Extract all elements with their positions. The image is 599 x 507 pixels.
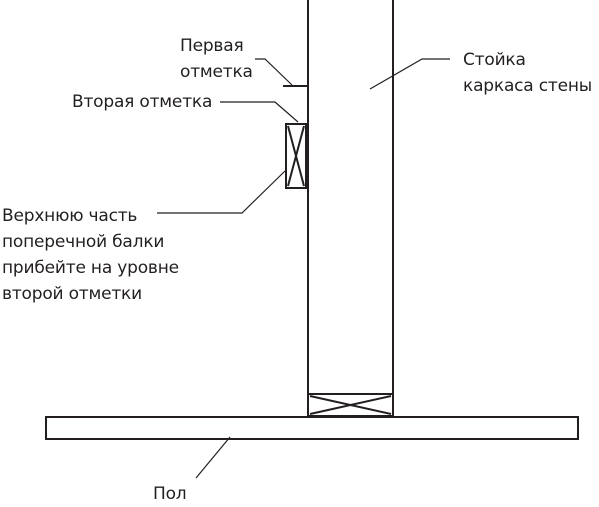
leader-first-mark xyxy=(255,58,293,86)
first-mark-label-line-1: Первая xyxy=(180,36,244,56)
wall-stud xyxy=(307,0,394,417)
crossbeam-cross-b xyxy=(287,125,305,187)
floor-label: Пол xyxy=(153,484,187,504)
stud-label-line-2: каркаса стены xyxy=(463,76,592,96)
crossbeam-block xyxy=(285,123,307,189)
bottom-plate-cross-b xyxy=(309,395,392,415)
beam-top-label-line-4: второй отметки xyxy=(2,284,142,304)
stud-label-line-1: Стойка xyxy=(463,50,526,70)
second-mark-label: Вторая отметка xyxy=(72,92,213,112)
beam-top-label-line-1: Верхнюю часть xyxy=(2,206,138,226)
stud-label: Стойка каркаса стены xyxy=(463,47,592,99)
beam-top-label-line-2: поперечной балки xyxy=(2,232,165,252)
leader-floor xyxy=(195,436,231,479)
leader-second-mark xyxy=(220,101,299,123)
leader-stud xyxy=(369,58,450,90)
floor-board xyxy=(45,416,579,440)
beam-top-label-line-3: прибейте на уровне xyxy=(2,258,179,278)
beam-top-label: Верхнюю часть поперечной балки прибейте … xyxy=(2,203,179,307)
first-mark-label-line-2: отметка xyxy=(180,62,253,82)
leader-beam-top xyxy=(157,170,286,214)
first-mark-label: Первая отметка xyxy=(180,33,253,85)
